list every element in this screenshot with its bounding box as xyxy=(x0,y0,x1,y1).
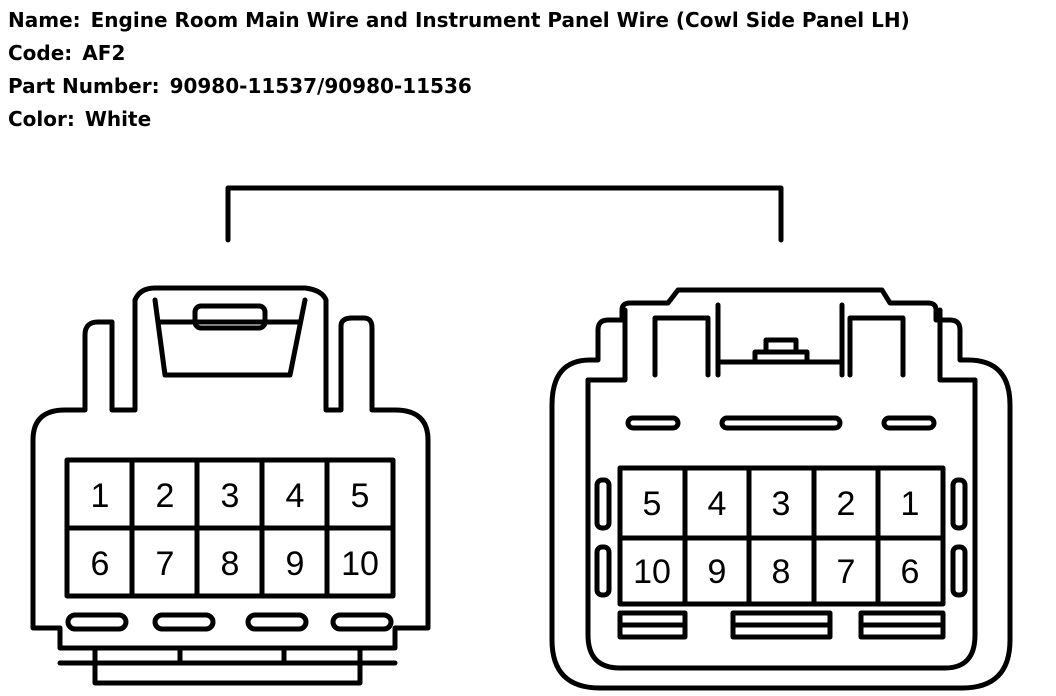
name-label: Name: xyxy=(8,8,81,32)
name-value: Engine Room Main Wire and Instrument Pan… xyxy=(90,8,910,32)
pin-number: 7 xyxy=(156,545,175,583)
connector-info: Name: Engine Room Main Wire and Instrumen… xyxy=(8,4,910,136)
right-connector xyxy=(549,287,1013,691)
right-side-key xyxy=(594,544,612,598)
pin-number: 8 xyxy=(221,545,240,583)
pin-number: 6 xyxy=(901,553,920,591)
right-latch-guide xyxy=(847,315,906,378)
left-slot xyxy=(330,612,394,632)
pin-number: 1 xyxy=(901,485,920,523)
pin-number: 6 xyxy=(91,545,110,583)
left-slot xyxy=(152,612,216,632)
code-row: Code: AF2 xyxy=(8,37,910,70)
pin-number: 9 xyxy=(286,545,305,583)
right-side-key xyxy=(594,477,612,531)
right-bottom-slot xyxy=(617,610,688,640)
right-slot xyxy=(881,415,937,431)
pin-number: 10 xyxy=(633,553,671,591)
right-pin-labels: 5 4 3 2 1 10 9 8 7 6 xyxy=(633,485,919,591)
left-connector-body xyxy=(30,285,431,651)
left-lock-arm xyxy=(152,297,308,378)
part-number-value: 90980-11537/90980-11536 xyxy=(169,74,472,98)
pin-number: 3 xyxy=(221,477,240,515)
pin-number: 2 xyxy=(837,485,856,523)
right-side-key xyxy=(950,477,968,531)
right-bottom-slot xyxy=(730,610,833,640)
mating-bracket xyxy=(225,185,784,243)
pin-number: 5 xyxy=(351,477,370,515)
right-latch-guide xyxy=(652,315,711,378)
part-number-row: Part Number: 90980-11537/90980-11536 xyxy=(8,70,910,103)
code-value: AF2 xyxy=(82,41,126,65)
right-lock-tab xyxy=(763,337,799,355)
name-row: Name: Engine Room Main Wire and Instrumen… xyxy=(8,4,910,37)
right-connector-body xyxy=(549,287,1013,691)
right-inner-top xyxy=(585,307,978,383)
left-connector xyxy=(30,285,431,686)
pin-number: 4 xyxy=(286,477,305,515)
right-inner-wall xyxy=(585,377,978,671)
left-slot xyxy=(245,612,309,632)
right-bottom-slot xyxy=(858,610,946,640)
pin-number: 10 xyxy=(341,545,379,583)
pin-number: 1 xyxy=(91,477,110,515)
pin-number: 7 xyxy=(837,553,856,591)
left-slot xyxy=(65,612,129,632)
color-row: Color: White xyxy=(8,103,910,136)
right-slot xyxy=(625,415,681,431)
right-slot xyxy=(719,415,843,431)
right-side-key xyxy=(950,544,968,598)
color-label: Color: xyxy=(8,107,75,131)
left-pin-labels: 1 2 3 4 5 6 7 8 9 10 xyxy=(91,477,379,583)
color-value: White xyxy=(84,107,152,131)
pin-number: 3 xyxy=(772,485,791,523)
pin-number: 9 xyxy=(708,553,727,591)
pin-number: 8 xyxy=(772,553,791,591)
part-number-label: Part Number: xyxy=(8,74,160,98)
pin-number: 2 xyxy=(156,477,175,515)
pin-number: 4 xyxy=(708,485,727,523)
pin-number: 5 xyxy=(643,485,662,523)
left-lock-tab xyxy=(192,303,268,331)
code-label: Code: xyxy=(8,41,73,65)
